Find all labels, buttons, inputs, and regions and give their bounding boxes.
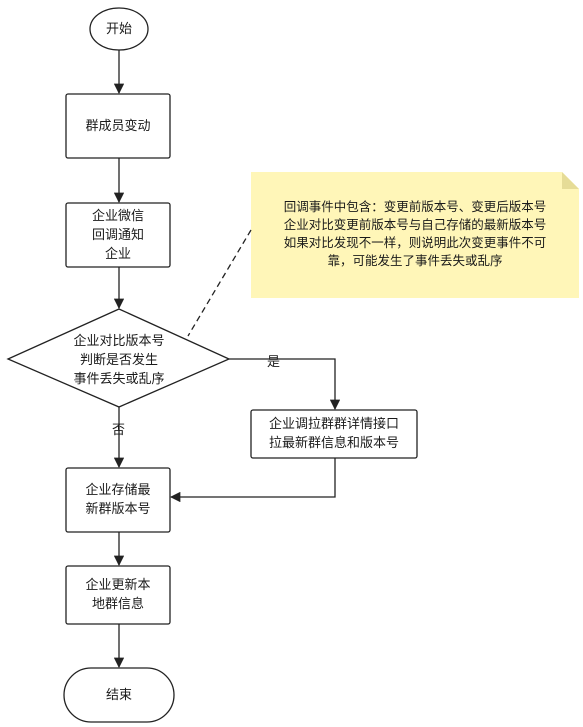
note-text: 回调事件中包含：变更前版本号、变更后版本号 企业对比变更前版本号与自己存储的最新… (256, 198, 574, 270)
version-check-line-2: 判断是否发生 (79, 352, 158, 368)
note-line-2: 企业对比变更前版本号与自己存储的最新版本号 (283, 217, 547, 232)
start-text: 开始 (105, 21, 132, 37)
wechat-callback-line-2: 回调通知 (91, 227, 144, 243)
pull-group-label: 企业调拉群群详情接口 拉最新群信息和版本号 (251, 410, 417, 458)
version-check-label: 企业对比版本号 判断是否发生 事件丢失或乱序 (38, 330, 200, 390)
store-version-line-1: 企业存储最 (85, 483, 151, 498)
wechat-callback-label: 企业微信 回调通知 企业 (66, 203, 170, 267)
wechat-callback-line-1: 企业微信 (91, 208, 144, 224)
note-line-1: 回调事件中包含：变更前版本号、变更后版本号 (283, 199, 547, 214)
pull-group-line-1: 企业调拉群群详情接口 (268, 417, 399, 432)
note-shape (251, 172, 579, 298)
note-line-3: 如果对比发现不一样，则说明此次变更事件不可 (283, 235, 547, 250)
yes-edge-label: 是 (267, 355, 281, 370)
no-edge-label: 否 (112, 423, 126, 438)
end-text: 结束 (105, 687, 132, 703)
store-version-label: 企业存储最 新群版本号 (66, 468, 170, 532)
note-fold (562, 172, 579, 189)
member-change-text: 群成员变动 (85, 118, 151, 134)
store-version-line-2: 新群版本号 (85, 502, 151, 517)
edge-pull-to-store (169, 458, 336, 503)
edge-decision-yes (229, 358, 341, 411)
pull-group-line-2: 拉最新群信息和版本号 (268, 436, 399, 451)
update-local-line-1: 企业更新本 (85, 578, 151, 593)
note-line-4: 靠，可能发生了事件丢失或乱序 (327, 253, 503, 268)
version-check-line-1: 企业对比版本号 (73, 333, 165, 349)
member-change-label: 群成员变动 (66, 94, 170, 158)
end-label: 结束 (64, 668, 174, 722)
wechat-callback-line-3: 企业 (104, 246, 131, 262)
start-label: 开始 (90, 9, 148, 49)
version-check-line-3: 事件丢失或乱序 (73, 371, 165, 387)
update-local-line-2: 地群信息 (91, 597, 144, 612)
note-connector (187, 229, 252, 337)
update-local-label: 企业更新本 地群信息 (66, 566, 170, 624)
